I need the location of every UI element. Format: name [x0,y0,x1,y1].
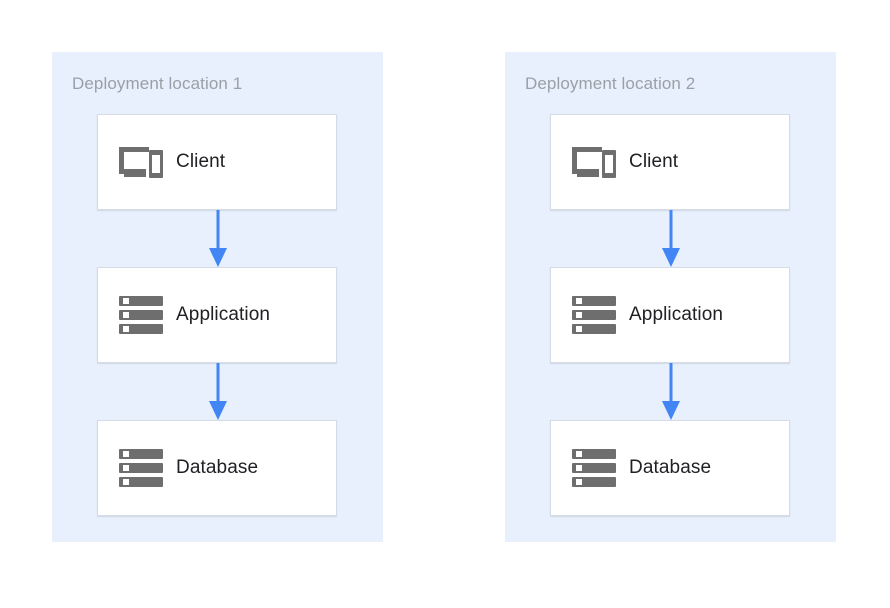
panel-title: Deployment location 1 [72,74,243,93]
node-label: Client [176,151,226,172]
node-label: Client [629,151,679,172]
node-label: Application [176,304,271,325]
server-icon [112,291,170,339]
arrow-client-to-application [206,210,230,268]
node-client[interactable]: Client [97,114,337,210]
deployment-location-panel: Deployment location 1 Client [52,52,383,542]
node-label: Database [629,457,712,478]
node-application[interactable]: Application [550,267,790,363]
server-icon [112,444,170,492]
arrow-application-to-database [659,363,683,421]
node-label: Application [629,304,724,325]
node-label: Database [176,457,259,478]
devices-icon [112,138,170,186]
server-icon [565,291,623,339]
deployment-location-panel: Deployment location 2 Client [505,52,836,542]
node-database[interactable]: Database [550,420,790,516]
node-database[interactable]: Database [97,420,337,516]
panel-title: Deployment location 2 [525,74,696,93]
node-application[interactable]: Application [97,267,337,363]
arrow-application-to-database [206,363,230,421]
node-client[interactable]: Client [550,114,790,210]
server-icon [565,444,623,492]
arrow-client-to-application [659,210,683,268]
devices-icon [565,138,623,186]
